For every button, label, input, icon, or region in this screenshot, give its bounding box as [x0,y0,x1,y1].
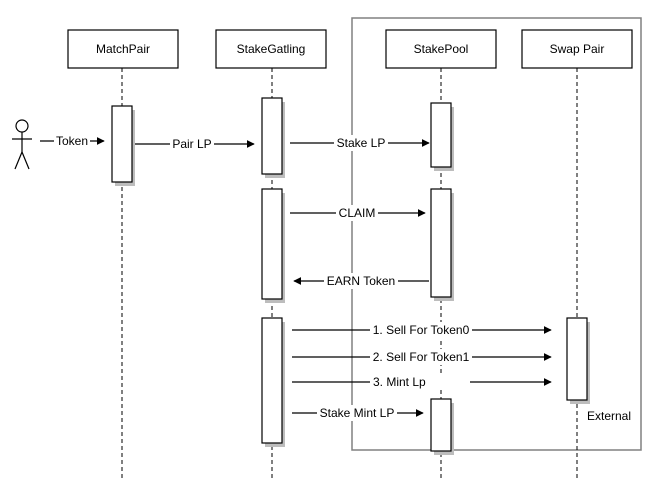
message-stake-lp-label: Stake LP [337,136,386,150]
activation-stakegatling-3 [261,317,285,447]
message-earn-token-label: EARN Token [327,274,395,288]
participant-swappair-label: Swap Pair [550,42,605,56]
message-stake-mint-lp-label: Stake Mint LP [320,406,395,420]
message-sell-token0-label: 1. Sell For Token0 [373,323,470,337]
participant-stakegatling: StakeGatling [215,29,327,69]
participant-matchpair: MatchPair [67,29,179,69]
message-pair-lp-label: Pair LP [172,137,211,151]
external-label: External [587,409,631,423]
external-boundary [351,17,642,451]
activation-stakepool-3 [430,398,454,455]
message-mint-lp-label: 3. Mint Lp [373,375,426,389]
activation-stakegatling-1 [261,97,285,178]
message-sell-token0: 1. Sell For Token0 [292,322,552,338]
participant-stakepool: StakePool [385,29,497,69]
message-stake-lp: Stake LP [290,135,430,151]
participant-matchpair-label: MatchPair [96,42,150,56]
message-token-label: Token [56,134,88,148]
activation-matchpair [111,105,135,186]
activation-stakegatling-2 [261,188,285,303]
participant-stakegatling-label: StakeGatling [237,42,306,56]
activation-swappair [566,317,590,404]
actor-user-icon [12,119,32,170]
message-claim: CLAIM [290,205,426,221]
activation-stakepool-2 [430,188,454,301]
message-pair-lp: Pair LP [135,136,255,152]
message-stake-mint-lp: Stake Mint LP [292,405,424,421]
message-claim-label: CLAIM [339,206,376,220]
message-mint-lp: 3. Mint Lp [292,374,552,390]
message-sell-token1-label: 2. Sell For Token1 [373,350,470,364]
message-earn-token: EARN Token [293,273,429,289]
activation-stakepool-1 [430,102,454,171]
message-sell-token1: 2. Sell For Token1 [292,349,552,365]
participant-stakepool-label: StakePool [414,42,469,56]
message-token: Token [40,133,105,149]
participant-swappair: Swap Pair [521,29,633,69]
